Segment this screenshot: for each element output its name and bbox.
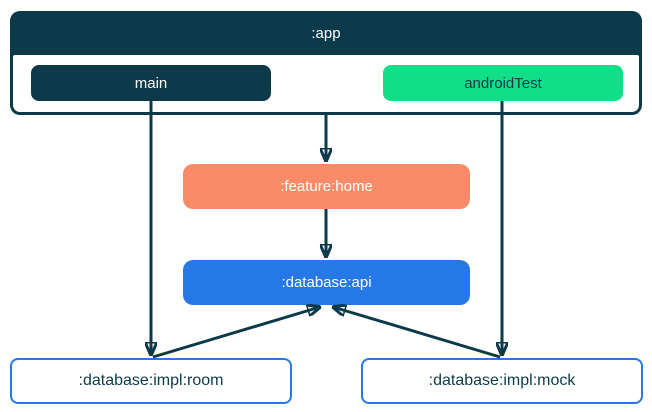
- module-database-impl-room-label: :database:impl:room: [78, 372, 224, 389]
- module-database-impl-mock: :database:impl:mock: [361, 358, 643, 404]
- module-database-api-label: :database:api: [281, 274, 372, 291]
- module-feature-home-label: :feature:home: [280, 178, 373, 195]
- module-database-impl-mock-label: :database:impl:mock: [428, 372, 576, 389]
- app-module-header: :app: [10, 11, 642, 55]
- edge-database-impl-mock-to-database-api: [333, 307, 501, 359]
- module-database-api: :database:api: [183, 260, 470, 305]
- source-set-androidtest: androidTest: [383, 65, 623, 101]
- source-set-main-label: main: [134, 74, 168, 92]
- source-set-main: main: [31, 65, 271, 101]
- source-set-androidtest-label: androidTest: [464, 74, 542, 92]
- app-module-label: :app: [311, 24, 341, 42]
- module-database-impl-room: :database:impl:room: [10, 358, 292, 404]
- module-feature-home: :feature:home: [183, 164, 470, 209]
- edge-database-impl-room-to-database-api: [152, 307, 320, 359]
